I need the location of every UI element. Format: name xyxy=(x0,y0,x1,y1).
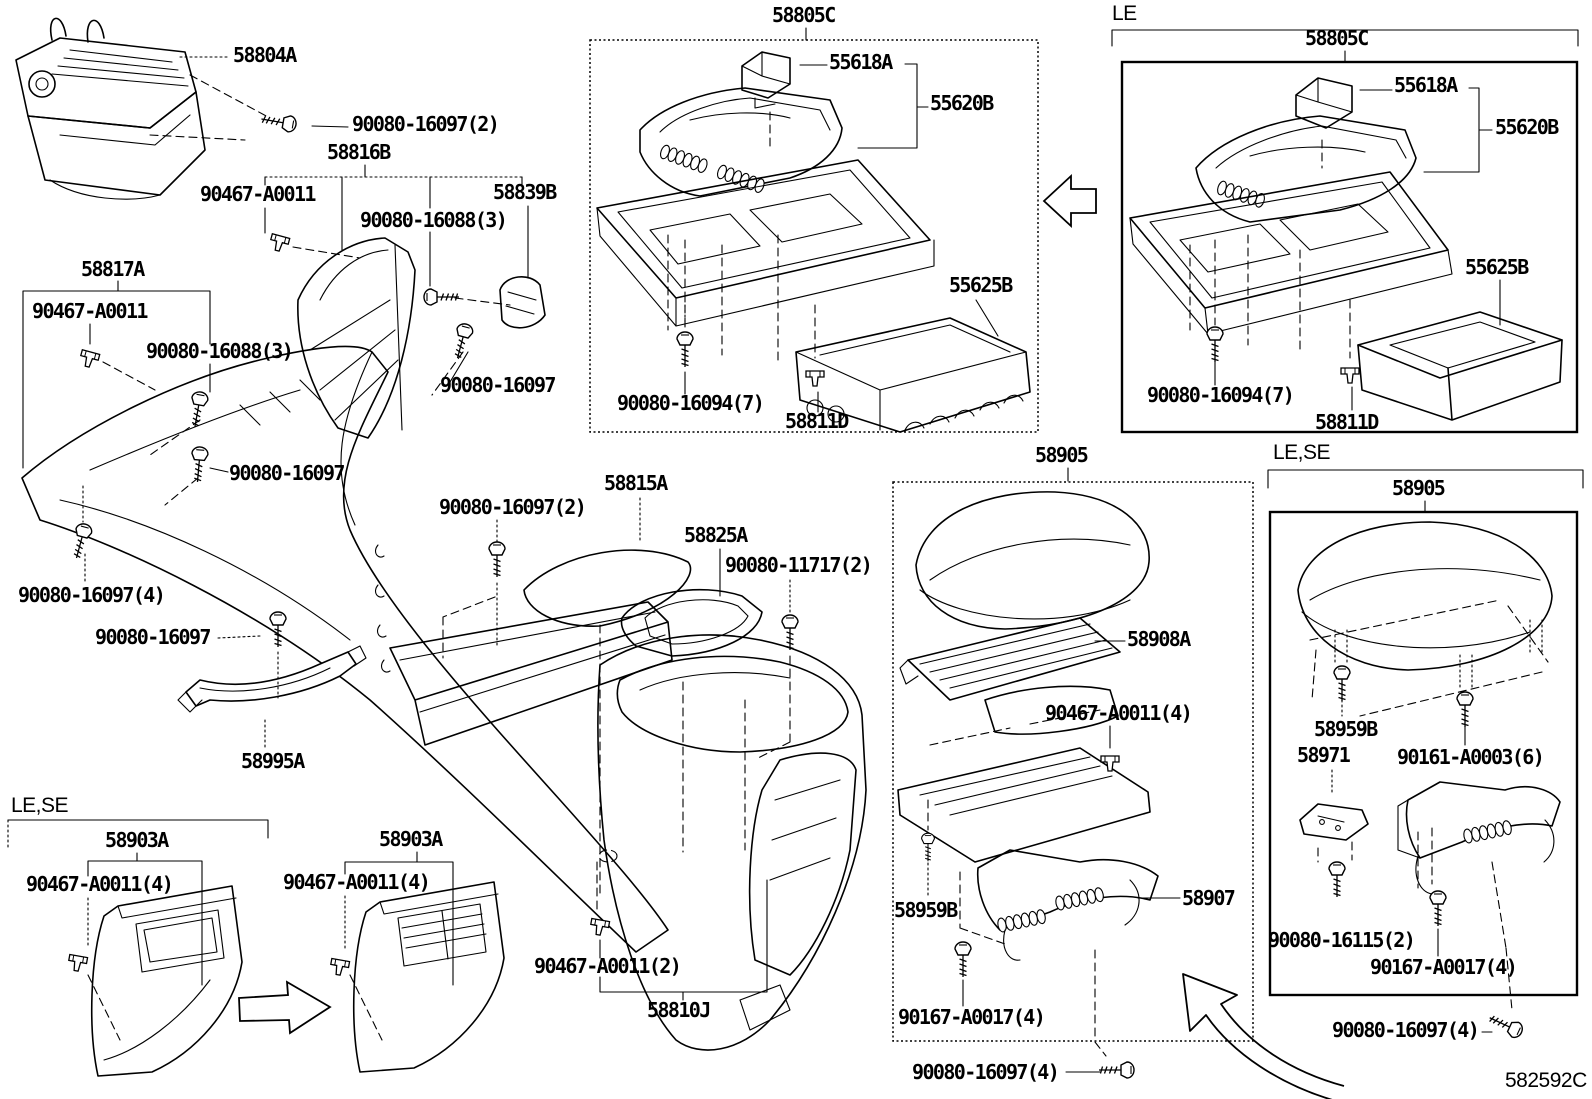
label-box2-55618a: 55618A xyxy=(1394,73,1458,97)
label-90080-16097-58817a: 90080-16097 xyxy=(229,461,345,485)
label-90080-16097-58816b: 90080-16097 xyxy=(440,373,556,397)
support-bracket-58995a-drawing xyxy=(177,635,367,749)
label-box1-55618a: 55618A xyxy=(829,50,893,74)
label-90080-16097-4-center: 90080-16097(4) xyxy=(912,1060,1060,1084)
label-box3-90467-a0011-4: 90467-A0011(4) xyxy=(1045,701,1193,725)
arrow-left-icon xyxy=(1042,173,1097,229)
label-58817a: 58817A xyxy=(81,257,145,281)
label-90080-16097-58995a: 90080-16097 xyxy=(95,625,211,649)
label-90467-a0011-4-left: 90467-A0011(4) xyxy=(26,872,174,896)
label-90080-16088-3-58816b: 90080-16088(3) xyxy=(360,208,508,232)
label-box4-58959b: 58959B xyxy=(1314,717,1378,741)
label-box4-90080-16115-2: 90080-16115(2) xyxy=(1268,928,1416,952)
label-58816b: 58816B xyxy=(327,140,391,164)
label-58815a: 58815A xyxy=(604,471,668,495)
label-box2-58805c: 58805C xyxy=(1305,26,1369,50)
rear-panel-58903a-left-drawing xyxy=(7,819,269,1077)
rear-console-box-58804a-drawing xyxy=(15,17,349,200)
label-box4-90161-a0003-6: 90161-A0003(6) xyxy=(1397,745,1545,769)
curved-arrow-icon xyxy=(1182,973,1345,1099)
arrow-right-icon xyxy=(238,980,332,1035)
label-box2-58811d: 58811D xyxy=(1315,410,1379,434)
console-panel-58816b-drawing xyxy=(264,164,546,439)
label-90080-16097-4-right: 90080-16097(4) xyxy=(1332,1018,1480,1042)
console-front-rail-drawing xyxy=(375,544,673,746)
label-90467-a0011-58817a: 90467-A0011 xyxy=(32,299,148,323)
label-box3-58959b: 58959B xyxy=(894,898,958,922)
label-90080-16097-4-left: 90080-16097(4) xyxy=(18,583,166,607)
label-58839b: 58839B xyxy=(493,180,557,204)
label-trim-le: LE xyxy=(1112,2,1137,25)
label-box1-90080-16094-7: 90080-16094(7) xyxy=(617,391,765,415)
label-90080-16097-2-center: 90080-16097(2) xyxy=(439,495,587,519)
box-58805c-center xyxy=(589,27,1039,433)
console-tray-58825a-drawing xyxy=(496,519,791,759)
label-trim-le-se-left: LE,SE xyxy=(11,794,69,817)
label-box2-55625b: 55625B xyxy=(1465,255,1529,279)
box-58905-center xyxy=(892,467,1254,1073)
label-box3-58908a: 58908A xyxy=(1127,627,1191,651)
console-panel-58817a-drawing xyxy=(21,280,669,953)
label-90080-16088-3-58817a: 90080-16088(3) xyxy=(146,339,294,363)
label-58825a: 58825A xyxy=(684,523,748,547)
label-58810j: 58810J xyxy=(647,998,711,1022)
label-90467-a0011-2: 90467-A0011(2) xyxy=(534,954,682,978)
label-box1-55620b: 55620B xyxy=(930,91,994,115)
console-mat-58815a-drawing xyxy=(523,497,692,627)
rear-panel-58903a-right-drawing xyxy=(344,851,505,1073)
label-box2-55620b: 55620B xyxy=(1495,115,1559,139)
label-58903a-right: 58903A xyxy=(379,827,443,851)
console-rear-body-58810j-drawing xyxy=(596,624,867,1051)
label-box4-90167-a0017-4: 90167-A0017(4) xyxy=(1370,955,1518,979)
label-box3-90167-a0017-4: 90167-A0017(4) xyxy=(898,1005,1046,1029)
label-box4-58905: 58905 xyxy=(1392,476,1446,500)
label-box4-58971: 58971 xyxy=(1297,743,1351,767)
label-58804a: 58804A xyxy=(233,43,297,67)
label-90080-11717-2: 90080-11717(2) xyxy=(725,553,873,577)
label-box3-58905: 58905 xyxy=(1035,443,1089,467)
label-90467-a0011-58816b: 90467-A0011 xyxy=(200,182,316,206)
label-box1-58811d: 58811D xyxy=(785,409,849,433)
label-box1-58805c: 58805C xyxy=(772,3,836,27)
diagram-code: 582592C xyxy=(1505,1069,1587,1092)
label-58995a: 58995A xyxy=(241,749,305,773)
label-box1-55625b: 55625B xyxy=(949,273,1013,297)
label-box3-58907: 58907 xyxy=(1182,886,1236,910)
label-trim-le-se-right: LE,SE xyxy=(1273,441,1331,464)
label-90467-a0011-4-right: 90467-A0011(4) xyxy=(283,870,431,894)
label-90080-16097-2-topleft: 90080-16097(2) xyxy=(352,112,500,136)
label-box2-90080-16094-7: 90080-16094(7) xyxy=(1147,383,1295,407)
box-58805c-le xyxy=(1111,29,1579,434)
box-58905-lese xyxy=(1267,469,1584,1033)
label-58903a-left: 58903A xyxy=(105,828,169,852)
